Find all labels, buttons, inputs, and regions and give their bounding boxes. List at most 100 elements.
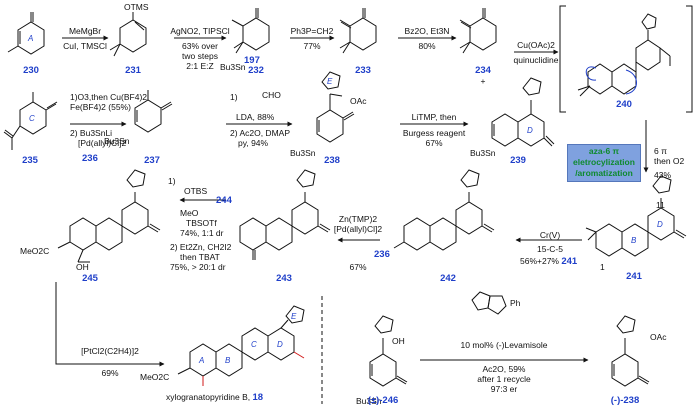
- cond-r4-a1: [PtCl2(C2H4)]2: [81, 346, 139, 356]
- cond-r3-c5: then TBAT: [180, 252, 220, 262]
- compound-246: (±)-246: [367, 395, 399, 406]
- box-line2: eletrocylization: [573, 157, 635, 167]
- compound-244: 244: [216, 195, 232, 206]
- ring-B-18: B: [225, 356, 231, 365]
- structure-245: [57, 169, 161, 263]
- cond-r2-a3: 2) Bu3SnLi: [70, 128, 113, 138]
- cond-s2-b2: two steps: [182, 51, 218, 61]
- cond-s1-bot: CuI, TMSCl: [63, 41, 107, 51]
- compound-245: 245: [82, 273, 98, 284]
- cond-s3-top: Ph3P=CH2: [290, 26, 334, 36]
- structure-231: [109, 12, 147, 57]
- structure-238b: [611, 315, 650, 387]
- cond-r3-b3: 67%: [349, 262, 367, 272]
- label-otbs: OTBS: [184, 186, 208, 196]
- compound-234: 234: [475, 65, 491, 76]
- cond-r2-a4: [Pd(allyl)Cl]2: [78, 138, 127, 148]
- label-n1: 1: [600, 262, 605, 272]
- structure-233: [339, 8, 377, 54]
- cond-r2-a1: 1)O3,then Cu(BF4)2: [70, 92, 148, 102]
- structure-239: [491, 77, 555, 147]
- label-bu3sn-238: Bu3Sn: [290, 148, 316, 158]
- box-line3: /aromatization: [575, 168, 633, 178]
- compound-239: 239: [510, 155, 526, 166]
- structure-18: [177, 305, 305, 386]
- label-oac-238b: OAc: [650, 332, 667, 342]
- label-bu3sn-237b: Bu3Sn: [104, 136, 130, 146]
- final-product-label: xylogranatopyridine B, 18: [166, 392, 264, 403]
- label-c11: 11: [656, 200, 665, 210]
- cond-r2-b1: 1): [230, 92, 238, 102]
- compound-232: 232: [248, 65, 264, 76]
- cond-v1: 6 π: [654, 146, 667, 156]
- compound-233: 233: [355, 65, 371, 76]
- label-meo: MeO: [180, 208, 199, 218]
- structure-234: [459, 8, 497, 54]
- ring-E-238: E: [327, 77, 333, 86]
- structure-240: [559, 5, 693, 113]
- structure-levamisole: [471, 291, 507, 315]
- box-line1: aza-6 π: [588, 146, 620, 156]
- structure-232: [231, 8, 270, 54]
- label-cho: CHO: [262, 90, 281, 100]
- compound-240: 240: [616, 99, 632, 110]
- cond-r3-b1: Zn(TMP)2: [338, 214, 378, 224]
- ring-A-18: A: [199, 356, 205, 365]
- cond-s2-b3: 2:1 E:Z: [186, 61, 214, 71]
- ring-D-241: D: [657, 220, 663, 229]
- cond-s2-b1: 63% over: [182, 41, 218, 51]
- compound-197: 197: [244, 55, 260, 66]
- compound-231: 231: [125, 65, 141, 76]
- label-bu3sn-239: Bu3Sn: [470, 148, 496, 158]
- cond-s4-bot: 80%: [418, 41, 436, 51]
- cond-v3: 43%: [654, 170, 672, 180]
- ring-A-230: A: [28, 34, 34, 43]
- compound-242: 242: [440, 273, 456, 284]
- structure-230: [7, 12, 45, 55]
- cond-s3-bot: 77%: [303, 41, 321, 51]
- cond-r3-c1: 1): [168, 176, 176, 186]
- arrow-step13: [55, 282, 165, 367]
- structure-242: [393, 169, 495, 251]
- compound-238: 238: [324, 155, 340, 166]
- compound-237: 237: [144, 155, 160, 166]
- cond-r2-b4: py, 94%: [238, 138, 269, 148]
- cond-r3-c4: 2) Et2Zn, CH2I2: [170, 242, 232, 252]
- compound-236: 236: [82, 153, 98, 164]
- plus-sign: +: [480, 76, 486, 86]
- compound-230: 230: [23, 65, 39, 76]
- cond-r3-c6: 75%, > 20:1 dr: [170, 262, 226, 272]
- cond-s2-top: AgNO2, TIPSCl: [170, 26, 230, 36]
- ring-E-18: E: [291, 312, 297, 321]
- structure-238: [316, 71, 355, 143]
- ring-B-241: B: [631, 236, 637, 245]
- cond-r3-b2: [Pd(allyl)Cl]2: [333, 224, 383, 234]
- cond-r3-a1: Cr(V): [539, 230, 561, 240]
- cond-r3-a3: 56%+27% 241: [520, 256, 578, 267]
- cond-r2-b2: LDA, 88%: [236, 112, 275, 122]
- structure-243: [239, 169, 331, 260]
- compound-235: 235: [22, 155, 38, 166]
- compound-243: 243: [276, 273, 292, 284]
- ring-D-239: D: [527, 126, 533, 135]
- structure-237: [134, 90, 173, 133]
- cond-r2-a2: Fe(BF4)2 (55%): [70, 102, 131, 112]
- cond-r4-b4: 97:3 er: [490, 384, 518, 394]
- ring-D-18: D: [277, 340, 283, 349]
- label-co2me-245: MeO2C: [20, 246, 50, 256]
- label-bu3sn-237: Bu3Sn: [220, 62, 246, 72]
- cond-r3-c2: TBSOTf: [186, 218, 217, 228]
- cond-r4-a2: 69%: [101, 368, 119, 378]
- label-ph: Ph: [510, 298, 521, 308]
- label-otms: OTMS: [124, 2, 149, 12]
- compound-241: 241: [626, 271, 642, 282]
- cond-s1-top: MeMgBr: [68, 26, 102, 36]
- cond-v2: then O2: [654, 156, 685, 166]
- structure-241: [585, 175, 687, 257]
- cond-r4-b2: Ac2O, 59%: [482, 364, 526, 374]
- cond-r2-c1: LiTMP, then: [411, 112, 457, 122]
- label-oh-246: OH: [392, 336, 405, 346]
- label-oh-245: OH: [76, 262, 89, 272]
- cond-r3-c3: 74%, 1:1 dr: [180, 228, 224, 238]
